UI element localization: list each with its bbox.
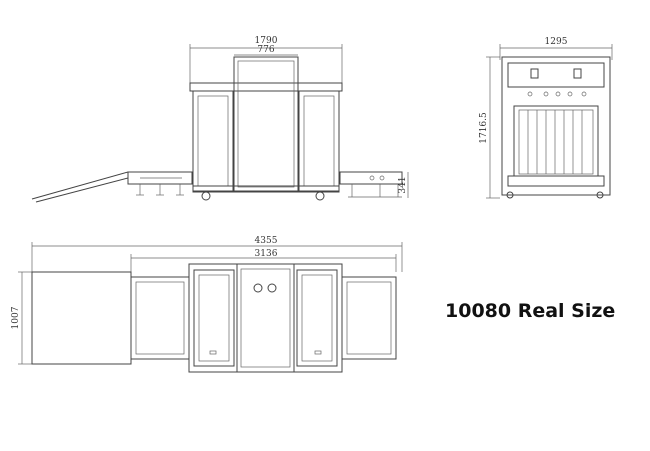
side-view: 1295 1716.5 [479,37,613,199]
product-title: 10080 Real Size [445,300,616,322]
dim-tunnel-width: 776 [257,45,274,55]
dim-total-length: 4355 [255,236,278,246]
dim-conveyor-height: 341 [398,176,408,193]
dim-overall-width: 1790 [255,36,278,46]
front-view: 1790 776 [31,36,409,203]
dim-side-height: 1716.5 [479,112,489,144]
dim-side-width: 1295 [545,37,568,47]
top-view: 4355 3136 1007 [11,236,403,373]
dim-body-length: 3136 [255,249,278,259]
dim-top-width: 1007 [11,306,21,329]
